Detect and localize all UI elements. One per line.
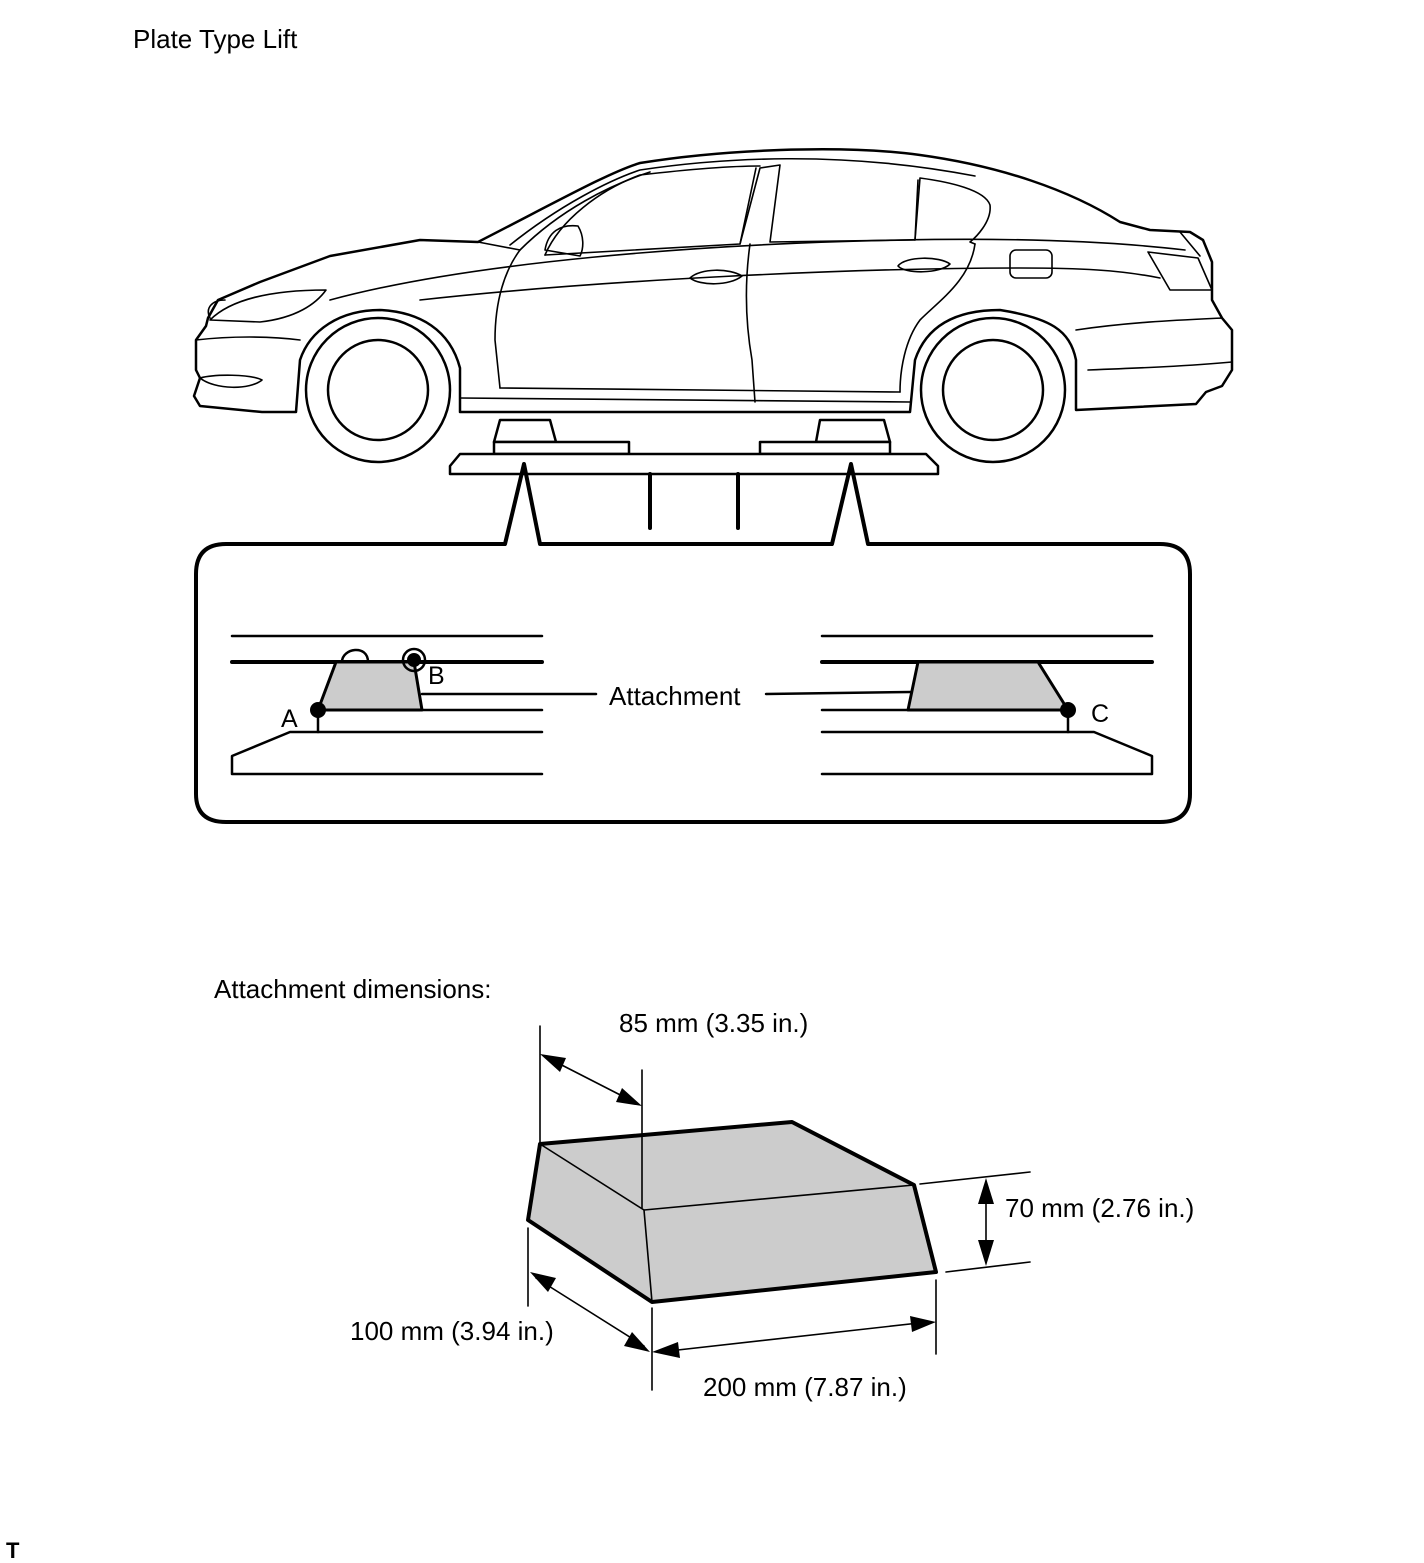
attachment-label: Attachment <box>609 681 741 711</box>
point-c-label: C <box>1091 700 1110 728</box>
car-illustration <box>192 148 1234 464</box>
footer-mark: T <box>6 1538 20 1563</box>
detail-callout <box>194 462 1192 824</box>
attachment-block <box>526 1120 938 1304</box>
dimensions-heading: Attachment dimensions: <box>214 974 492 1004</box>
diagram-title: Plate Type Lift <box>133 24 298 54</box>
depth-dimension-label: 85 mm (3.35 in.) <box>619 1008 809 1038</box>
height-dimension-label: 70 mm (2.76 in.) <box>1005 1193 1195 1223</box>
length-dimension-label: 200 mm (7.87 in.) <box>703 1372 907 1402</box>
dimension-lines <box>527 1025 1031 1391</box>
lift-plate <box>448 418 940 530</box>
point-b-label: B <box>428 662 445 690</box>
point-a-label: A <box>281 705 298 733</box>
width-dimension-label: 100 mm (3.94 in.) <box>350 1316 554 1346</box>
